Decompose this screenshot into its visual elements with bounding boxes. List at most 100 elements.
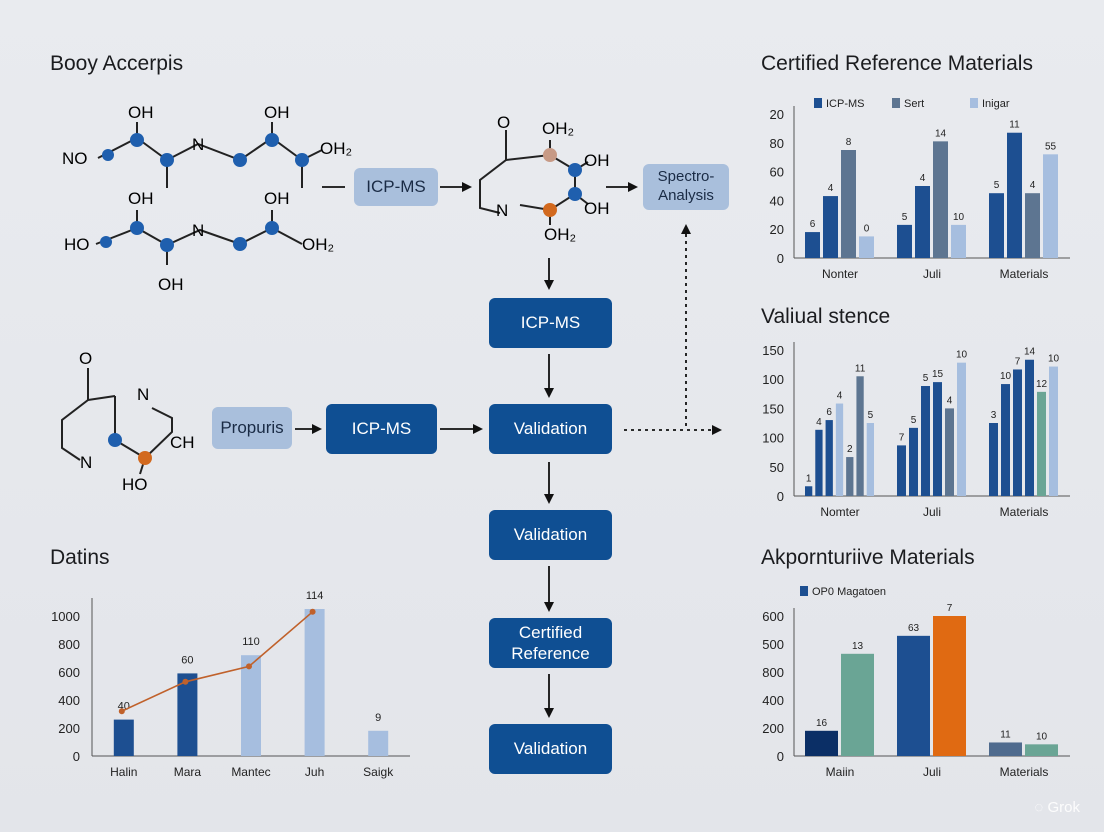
bar	[841, 150, 856, 258]
trend-point	[118, 708, 125, 715]
bar-label: 14	[1024, 347, 1036, 358]
bar	[823, 196, 838, 258]
bar-label: 60	[181, 654, 193, 666]
bar-label: 11	[1009, 120, 1020, 131]
chain-top-oh-a: OH	[128, 103, 154, 122]
bar-label: 9	[375, 712, 381, 724]
bar	[1043, 154, 1058, 258]
ring-left-ch: CH	[170, 433, 195, 452]
chain-bottom-oh2: OH₂	[302, 235, 334, 254]
bar	[1025, 744, 1058, 756]
y-tick-label: 800	[58, 637, 80, 652]
y-tick-label: 0	[73, 749, 80, 764]
ring-mid-oh-2: OH	[584, 199, 610, 218]
bar-label: 10	[953, 212, 965, 223]
bar-label: 14	[935, 128, 947, 139]
bar	[815, 429, 823, 496]
bar	[933, 616, 966, 756]
bar	[945, 408, 954, 496]
bar-label: 4	[920, 173, 926, 184]
chain-top-n: N	[192, 135, 204, 154]
x-tick-label: Nonter	[822, 267, 858, 281]
bar-label: 7	[947, 603, 953, 614]
y-tick-label: 1000	[51, 609, 80, 624]
bar-label: 7	[1015, 356, 1021, 367]
ring-left-ho: HO	[122, 475, 148, 494]
trend-point	[246, 663, 252, 670]
legend-label: Sert	[904, 98, 924, 110]
molecules-title: Booy Accerpis	[50, 52, 184, 75]
grok-watermark: ◌ Grok	[1034, 799, 1080, 816]
legend-swatch	[970, 98, 978, 108]
chain-top-oh-b: OH	[264, 103, 290, 122]
x-tick-label: Saigk	[363, 765, 394, 779]
bar	[1001, 384, 1010, 496]
bar	[368, 730, 389, 756]
legend-label: ICP-MS	[826, 98, 865, 110]
ring-mid-oh2-bottom: OH₂	[544, 225, 576, 244]
bar-label: 8	[846, 137, 852, 148]
molecule-chain-top-atoms	[102, 133, 309, 167]
bar-label: 12	[1036, 379, 1048, 390]
bar	[177, 673, 198, 756]
bar	[897, 635, 930, 756]
ring-mid-oh2-top: OH₂	[542, 119, 574, 138]
flow-validation-1: Validation	[489, 404, 612, 454]
bar	[841, 653, 874, 756]
bar-label: 10	[1036, 731, 1048, 742]
x-tick-label: Nomter	[820, 505, 859, 519]
bar-label: 0	[864, 223, 870, 234]
bar-label: 55	[1045, 141, 1057, 152]
bar	[989, 193, 1004, 258]
bar	[989, 423, 998, 496]
ring-mid-o: O	[497, 113, 510, 132]
bar-label: 13	[852, 641, 864, 652]
chart3-title: Akpornturiive Materials	[761, 546, 975, 569]
bar-label: 4	[837, 391, 843, 402]
bar-label: 3	[991, 410, 997, 421]
bar-label: 4	[947, 395, 953, 406]
bar	[241, 655, 261, 756]
y-tick-label: 200	[58, 721, 80, 736]
bar	[835, 403, 844, 496]
ring-left-n-top: N	[137, 385, 149, 404]
ring-left-n-bottom: N	[80, 453, 92, 472]
trend-point	[309, 608, 316, 615]
trend-line	[121, 611, 314, 712]
y-tick-label: 40	[770, 193, 784, 208]
y-tick-label: 0	[777, 489, 784, 504]
x-tick-label: Mara	[174, 765, 202, 779]
y-tick-label: 0	[777, 749, 784, 764]
legend-swatch	[800, 586, 808, 596]
bar-label: 10	[1000, 371, 1012, 382]
bar	[846, 457, 854, 496]
y-tick-label: 100	[762, 431, 784, 446]
bar-label: 114	[306, 590, 324, 602]
bar	[805, 486, 813, 496]
flow-certified-reference: Certified Reference	[489, 618, 612, 668]
y-tick-label: 200	[762, 721, 784, 736]
y-tick-label: 600	[762, 609, 784, 624]
bar	[957, 362, 966, 496]
chain-top-no: NO	[62, 149, 88, 168]
bar	[951, 224, 966, 258]
y-tick-label: 100	[762, 372, 784, 387]
x-tick-label: Materials	[1000, 267, 1049, 281]
y-tick-label: 60	[770, 165, 784, 180]
bar-label: 10	[956, 350, 968, 361]
bar	[1049, 366, 1058, 496]
x-tick-label: Juh	[305, 765, 324, 779]
bar	[805, 730, 838, 756]
legend-label: Inigar	[982, 98, 1010, 110]
watermark-text: Grok	[1047, 799, 1080, 816]
y-tick-label: 20	[770, 222, 784, 237]
bar-label: 11	[1000, 729, 1011, 740]
bar	[859, 236, 874, 258]
x-tick-label: Juli	[923, 267, 941, 281]
bar-label: 1	[806, 473, 812, 484]
x-tick-label: Maiin	[826, 765, 855, 779]
chart1-title: Certified Reference Materials	[761, 52, 1033, 75]
y-tick-label: 400	[762, 693, 784, 708]
bar-label: 4	[816, 417, 822, 428]
